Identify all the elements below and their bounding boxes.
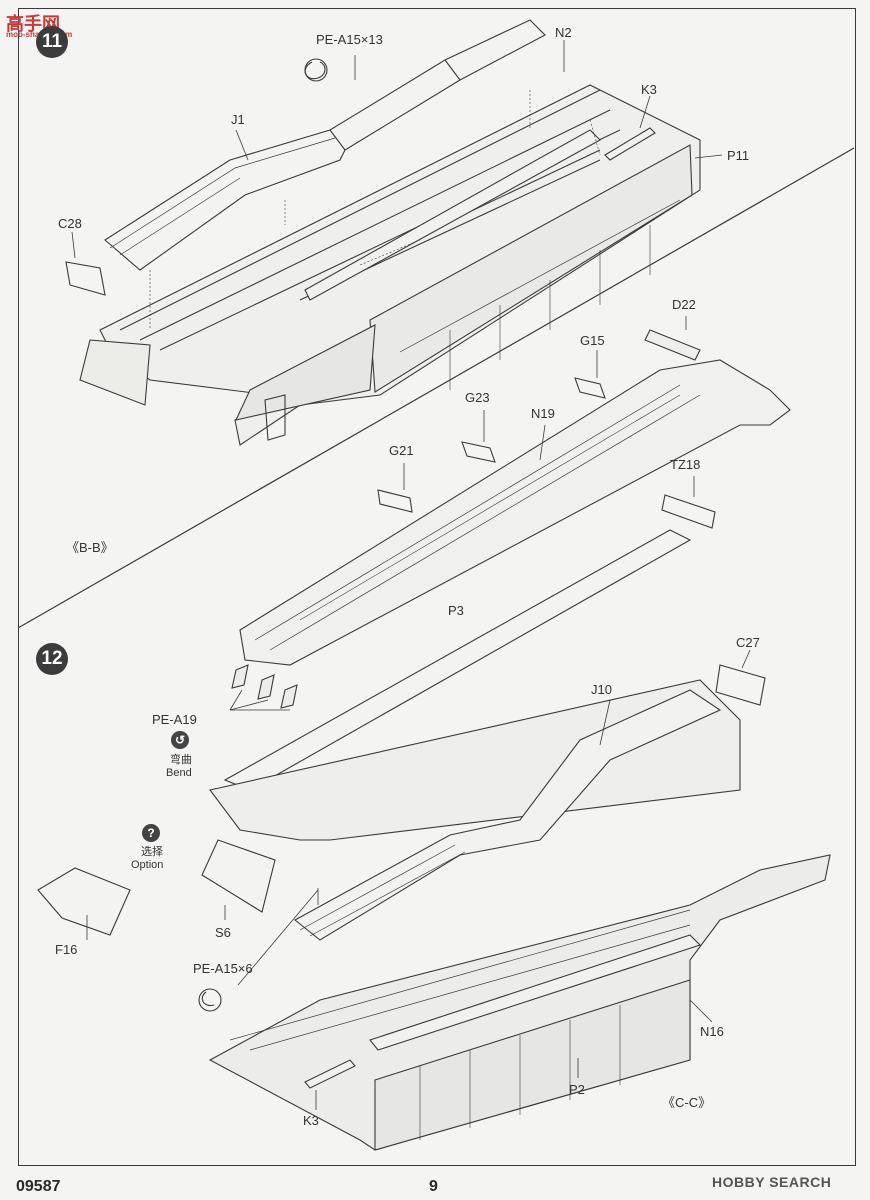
part-j1-label: J1 bbox=[231, 112, 245, 127]
option-icon: ? bbox=[142, 824, 160, 842]
page-number: 9 bbox=[429, 1178, 438, 1195]
part-pe-a15x13-label: PE-A15×13 bbox=[316, 32, 383, 47]
part-n19-label: N19 bbox=[531, 406, 555, 421]
part-g23-label: G23 bbox=[465, 390, 490, 405]
part-c27-label: C27 bbox=[736, 635, 760, 650]
hull-section-step11 bbox=[65, 19, 723, 446]
part-n16-label: N16 bbox=[700, 1024, 724, 1039]
kit-number: 09587 bbox=[16, 1178, 61, 1195]
part-pe-a15x6-label: PE-A15×6 bbox=[193, 961, 253, 976]
part-p2-label: P2 bbox=[569, 1082, 585, 1097]
hull-section-bb bbox=[229, 316, 791, 711]
part-n2-label: N2 bbox=[555, 25, 572, 40]
step-divider-line bbox=[17, 147, 855, 629]
bend-icon: ↺ bbox=[171, 731, 189, 749]
view-bb-label: 《B-B》 bbox=[66, 540, 114, 555]
hull-section-cc bbox=[37, 649, 831, 1151]
step-11-badge: 11 bbox=[36, 26, 68, 58]
part-tz18-label: TZ18 bbox=[670, 457, 701, 472]
part-p11-label: P11 bbox=[727, 148, 750, 163]
part-g21-label: G21 bbox=[389, 443, 414, 458]
hobby-search-watermark: HOBBY SEARCH bbox=[712, 1174, 832, 1190]
view-cc-label: 《C-C》 bbox=[662, 1095, 712, 1110]
bend-cn-label: 弯曲 bbox=[170, 754, 192, 766]
part-s6-label: S6 bbox=[215, 925, 231, 940]
part-j10-label: J10 bbox=[591, 682, 612, 697]
option-en-label: Option bbox=[131, 859, 164, 871]
part-f16-label: F16 bbox=[55, 942, 78, 957]
part-g15-label: G15 bbox=[580, 333, 605, 348]
part-k3-bottom-label: K3 bbox=[303, 1113, 319, 1128]
part-p3-label: P3 bbox=[448, 603, 464, 618]
option-cn-label: 选择 bbox=[141, 846, 163, 858]
part-d22-label: D22 bbox=[672, 297, 696, 312]
part-pe-a19-label: PE-A19 bbox=[152, 712, 197, 727]
page-frame bbox=[18, 8, 856, 1166]
part-k3-top-label: K3 bbox=[641, 82, 657, 97]
bend-en-label: Bend bbox=[166, 767, 192, 779]
part-c28-label: C28 bbox=[58, 216, 82, 231]
step-12-badge: 12 bbox=[36, 643, 68, 675]
